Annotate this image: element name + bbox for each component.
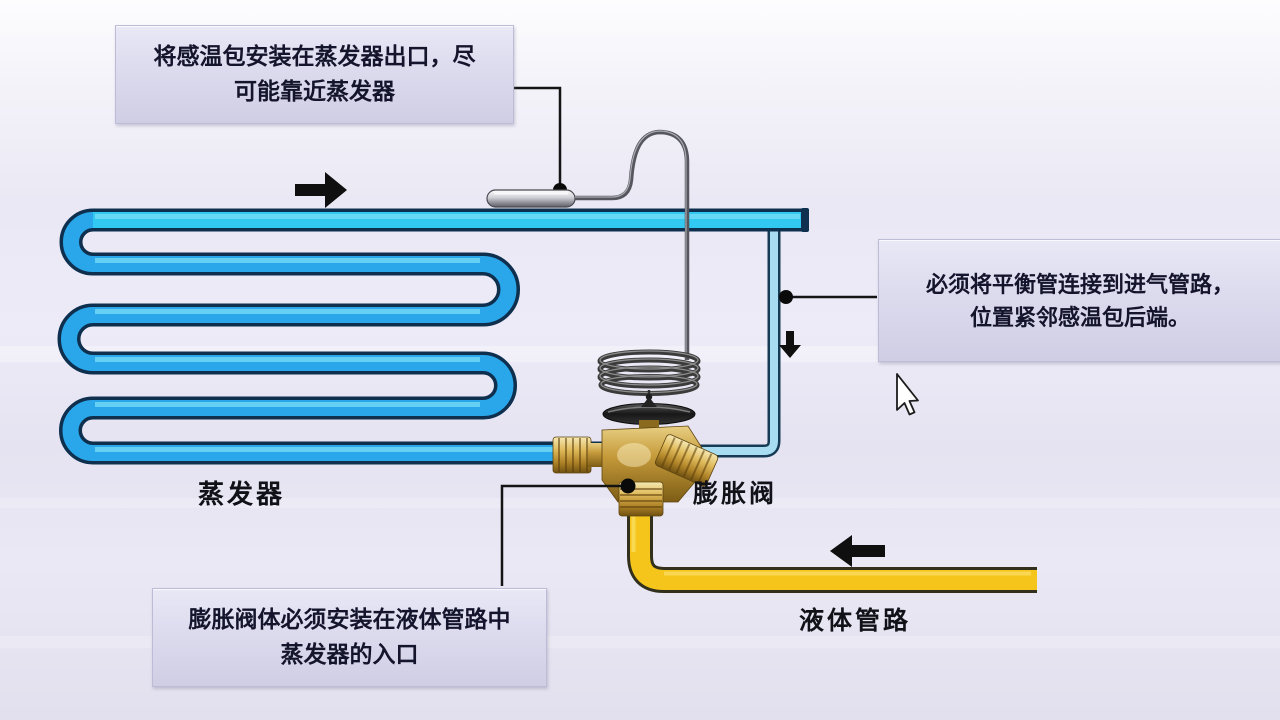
flow-arrow-left-icon xyxy=(830,535,885,567)
callout-balance-pipe: 必须将平衡管连接到进气管路， 位置紧邻感温包后端。 xyxy=(878,239,1280,362)
capillary-coil xyxy=(597,349,701,396)
callout-expansion-valve-line1: 膨胀阀体必须安装在液体管路中 xyxy=(188,607,511,632)
callout-sensing-bulb-line1: 将感温包安装在蒸发器出口，尽 xyxy=(153,44,476,69)
capillary-tube xyxy=(575,129,690,360)
valve-left-nut-ridges xyxy=(558,438,588,472)
evaporator-coil xyxy=(57,208,809,465)
leader-line-balance xyxy=(779,290,877,304)
suction-line-end-cap xyxy=(801,208,809,232)
label-expansion-valve: 膨胀阀 xyxy=(693,481,778,508)
callout-balance-pipe-line2: 位置紧邻感温包后端。 xyxy=(969,304,1190,330)
sensing-bulb xyxy=(486,189,576,208)
flow-arrow-down-icon xyxy=(779,331,801,358)
callout-expansion-valve: 膨胀阀体必须安装在液体管路中 蒸发器的入口 xyxy=(152,588,547,687)
leader-line-valve xyxy=(500,478,636,586)
callout-sensing-bulb-line2: 可能靠近蒸发器 xyxy=(234,78,395,104)
liquid-pipe xyxy=(627,503,1037,593)
valve-bottom-fitting-ridges xyxy=(620,488,662,508)
leader-line-bulb xyxy=(505,86,567,197)
balance-pipe xyxy=(693,228,781,458)
flow-arrow-right-icon xyxy=(295,172,347,208)
valve-body-highlight xyxy=(617,443,651,467)
evaporator-coil-pipe xyxy=(61,212,805,461)
label-liquid-line: 液体管路 xyxy=(799,608,912,635)
valve-top-neck xyxy=(639,420,659,430)
label-evaporator: 蒸发器 xyxy=(198,480,286,509)
valve-right-nut xyxy=(654,434,719,487)
callout-expansion-valve-line2: 蒸发器的入口 xyxy=(280,641,419,667)
callout-sensing-bulb: 将感温包安装在蒸发器出口，尽 可能靠近蒸发器 xyxy=(115,25,514,124)
pipe-highlights xyxy=(95,214,800,452)
callout-balance-pipe-line1: 必须将平衡管连接到进气管路， xyxy=(925,271,1234,297)
mouse-cursor-icon xyxy=(896,373,919,416)
evaporator-coil-outline xyxy=(57,208,805,465)
power-head-disc xyxy=(602,397,696,425)
